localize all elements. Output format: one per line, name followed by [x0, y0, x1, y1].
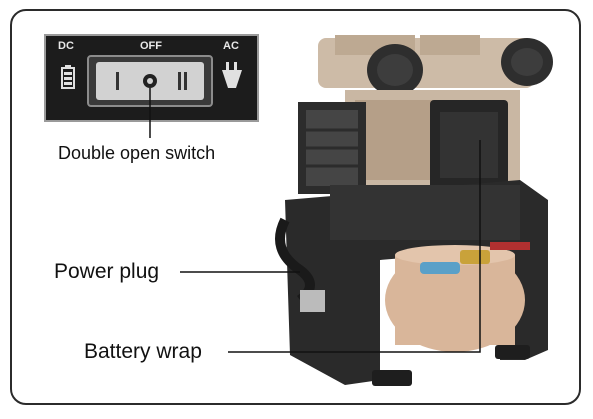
switch-callout: Double open switch — [58, 143, 216, 163]
plug-icon — [222, 62, 242, 88]
battery-wrap-callout: Battery wrap — [84, 340, 202, 363]
rocker-switch[interactable] — [87, 55, 213, 107]
dc-label: DC — [58, 40, 74, 52]
off-label: OFF — [140, 40, 162, 52]
ac-label: AC — [223, 40, 239, 52]
battery-icon — [61, 65, 75, 89]
power-plug-callout: Power plug — [54, 260, 160, 283]
battery-leader — [228, 140, 481, 353]
compressor — [275, 35, 553, 386]
